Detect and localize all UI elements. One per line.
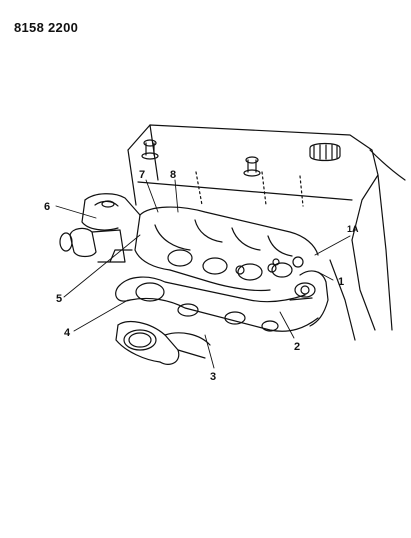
leader-1a bbox=[314, 235, 351, 256]
document-code: 8158 2200 bbox=[14, 20, 79, 35]
leader-lines bbox=[55, 179, 351, 369]
leader-2 bbox=[279, 311, 295, 339]
callout-6: 6 bbox=[44, 201, 50, 213]
engine-block bbox=[127, 124, 406, 341]
leader-1 bbox=[317, 271, 334, 281]
callout-labels: 1 1A 2 3 4 5 6 7 8 bbox=[44, 169, 359, 383]
callout-1a: 1A bbox=[347, 224, 359, 234]
callout-5: 5 bbox=[56, 293, 62, 305]
leader-7 bbox=[145, 179, 159, 213]
throttle-body bbox=[59, 193, 141, 263]
leader-8 bbox=[174, 179, 179, 213]
callout-2: 2 bbox=[294, 341, 300, 353]
leader-6 bbox=[55, 205, 97, 219]
callout-8: 8 bbox=[170, 169, 176, 181]
outlet-flange bbox=[115, 321, 211, 365]
callout-3: 3 bbox=[210, 371, 216, 383]
leader-4 bbox=[73, 299, 129, 332]
callout-7: 7 bbox=[139, 169, 145, 181]
leader-5 bbox=[63, 234, 141, 298]
leader-3 bbox=[204, 334, 215, 369]
callout-1: 1 bbox=[338, 276, 344, 288]
intake-manifold bbox=[134, 206, 319, 292]
callout-4: 4 bbox=[64, 327, 71, 339]
exhaust-manifold bbox=[115, 256, 329, 332]
